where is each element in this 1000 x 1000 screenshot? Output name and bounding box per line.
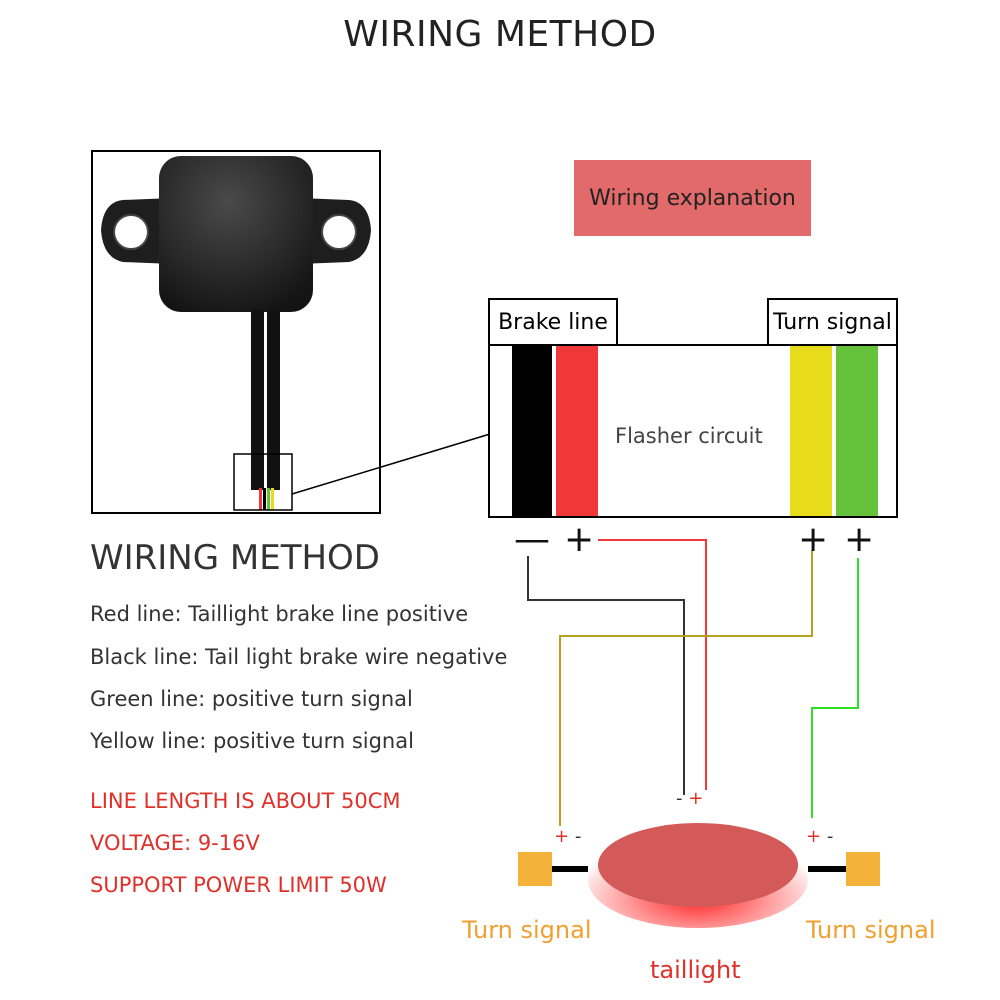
taillight-terminals: - + [676, 788, 704, 809]
right-turn-signal-label: Turn signal [806, 916, 936, 944]
wiring-explanation-box: Wiring explanation [574, 160, 811, 236]
turn-signal-tag: Turn signal [767, 298, 898, 344]
spec-voltage: VOLTAGE: 9-16V [90, 831, 260, 855]
description-red-line: Red line: Taillight brake line positive [90, 602, 469, 626]
wiring-method-heading: WIRING METHOD [90, 538, 380, 578]
brake-line-tag: Brake line [488, 298, 618, 344]
description-black-line: Black line: Tail light brake wire negati… [90, 645, 508, 669]
black-wire-path [527, 556, 685, 795]
zoom-leader-line [291, 433, 491, 495]
right-mount-hole [321, 214, 357, 250]
zoom-box [233, 453, 293, 511]
description-green-line: Green line: positive turn signal [90, 687, 413, 711]
yellow-wire-path [559, 550, 813, 826]
flasher-circuit-box: Flasher circuit [488, 344, 898, 518]
yellow-wire-strip [790, 346, 832, 516]
red-wire-path [598, 539, 707, 790]
green-wire-strip [836, 346, 878, 516]
spec-line-length: LINE LENGTH IS ABOUT 50CM [90, 789, 401, 813]
left-turn-signal-label: Turn signal [462, 916, 592, 944]
flasher-device-illustration [101, 156, 371, 511]
red-wire-strip [556, 346, 598, 516]
right-signal-wire [808, 866, 846, 872]
left-signal-wire [552, 866, 588, 872]
red-terminal-symbol: + [564, 519, 595, 560]
left-turn-signal-lamp [518, 852, 552, 886]
device-image-frame [91, 150, 381, 514]
left-signal-terminals: + - [554, 826, 582, 847]
green-wire-path [811, 558, 859, 818]
spec-power-limit: SUPPORT POWER LIMIT 50W [90, 873, 387, 897]
right-signal-terminals: + - [806, 826, 834, 847]
black-terminal-symbol: — [514, 519, 550, 560]
taillight-lens [598, 823, 798, 907]
page-title: WIRING METHOD [343, 14, 657, 55]
description-yellow-line: Yellow line: positive turn signal [90, 729, 414, 753]
left-mount-hole [113, 214, 149, 250]
right-turn-signal-lamp [846, 852, 880, 886]
black-wire-strip [512, 346, 552, 516]
cable-black-1 [251, 310, 264, 490]
cable-black-2 [267, 310, 280, 490]
taillight-label: taillight [650, 956, 741, 984]
yellow-terminal-symbol: + [798, 519, 829, 560]
flasher-circuit-label: Flasher circuit [615, 424, 763, 448]
green-terminal-symbol: + [844, 519, 875, 560]
device-body [159, 156, 313, 312]
